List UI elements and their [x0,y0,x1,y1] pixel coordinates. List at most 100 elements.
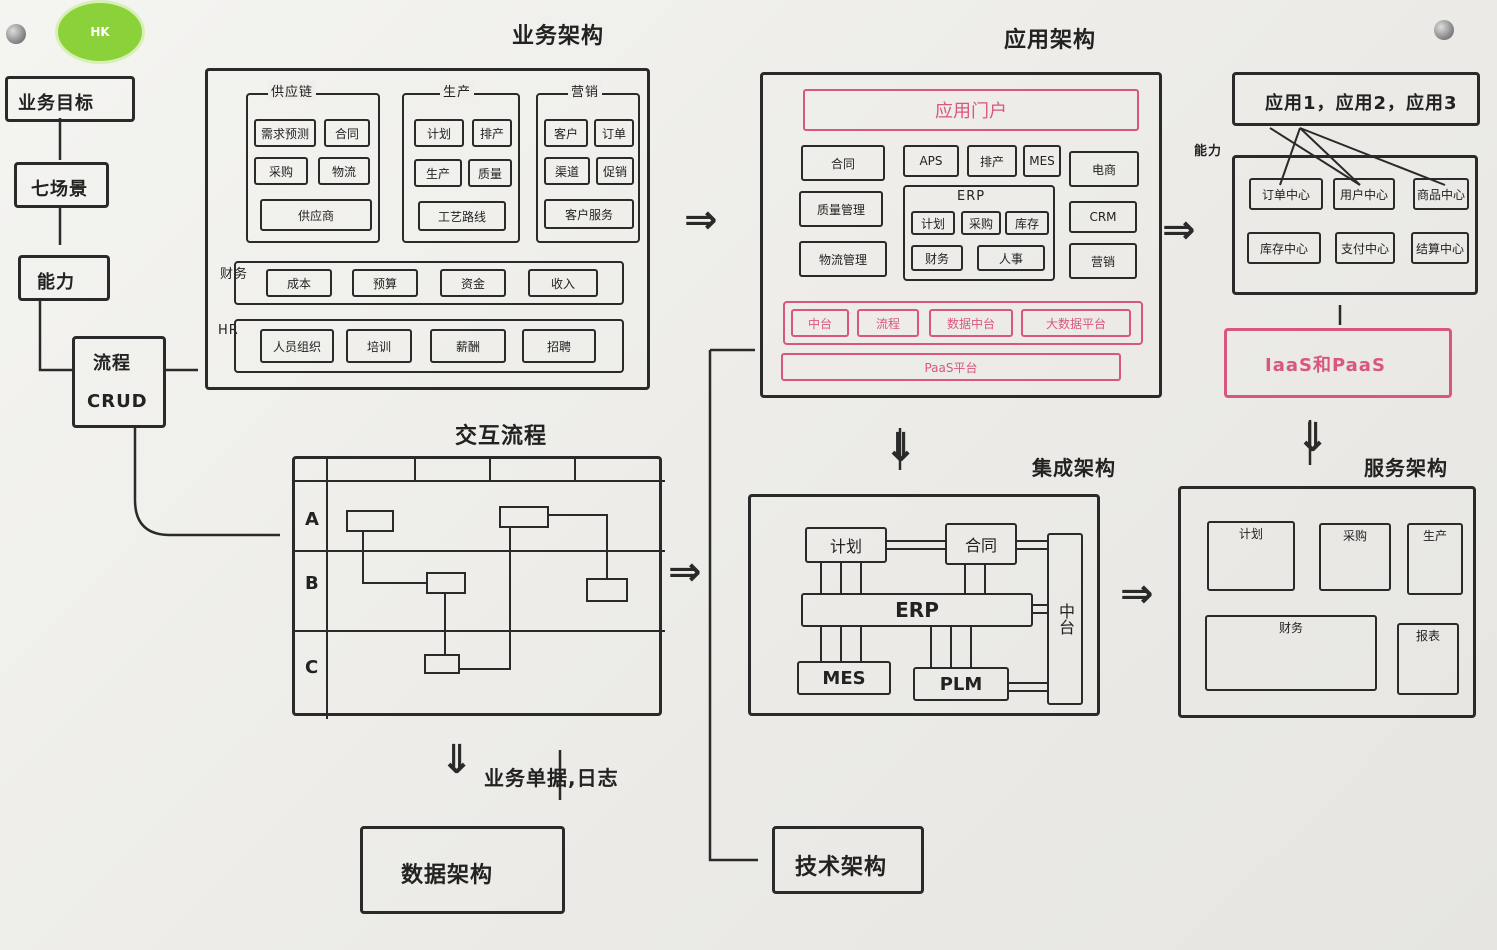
magnet-left [6,24,26,44]
app-portal: 应用门户 [803,89,1139,131]
platform-cell: 流程 [857,309,919,337]
production-group: 生产 计划 排产 生产 质量 工艺路线 [402,81,520,243]
biz-cell: 预算 [352,269,418,297]
biz-cell: 排产 [472,119,512,147]
biz-cell: 薪酬 [430,329,506,363]
service-frame: 计划 采购 生产 财务 报表 [1178,486,1476,718]
capability-box: 能力 [18,255,110,301]
swimlane-frame: A B C [292,456,665,719]
down-arrow-capability: ⇓ [1296,415,1330,461]
service-title: 服务架构 [1364,456,1448,480]
process-box: 流程 CRUD [72,336,166,428]
goal-box: 业务目标 [5,76,135,122]
paas-platform: PaaS平台 [781,353,1121,381]
biz-cell: 计划 [414,119,464,147]
biz-cell: 人员组织 [260,329,334,363]
biz-cell: 收入 [528,269,598,297]
integration-frame: 计划 合同 ERP MES PLM 中台 [748,494,1100,716]
service-cell: 采购 [1319,523,1391,591]
app-cell: APS [903,145,959,177]
apps-label: 应用1，应用2，应用3 [1265,93,1458,114]
marketing-group: 营销 客户 订单 渠道 促销 客户服务 [536,81,640,243]
right-arrow-2: ⇒ [668,549,702,595]
integration-side: 中台 [1047,533,1083,705]
biz-cell: 工艺路线 [418,201,506,231]
app-cell: 合同 [801,145,885,181]
capability-frame: 订单中心 用户中心 商品中心 库存中心 支付中心 结算中心 [1232,155,1478,295]
biz-cell: 需求预测 [254,119,316,147]
platform-row: 中台 流程 数据中台 大数据平台 [783,301,1143,345]
app-cell: MES [1023,145,1061,177]
erp-cell: 人事 [977,245,1045,271]
integration-plan: 计划 [805,527,887,563]
app-arch-title: 应用架构 [1004,28,1097,53]
integration-contract: 合同 [945,523,1017,565]
apps-box: 应用1，应用2，应用3 [1232,72,1480,126]
business-data-note: 业务单据,日志 [484,766,619,790]
down-arrow-app: ⇓ [884,425,918,471]
capability-cell: 结算中心 [1411,232,1469,264]
data-arch-box: 数据架构 [360,826,565,914]
crud-label: CRUD [87,391,148,412]
biz-cell: 物流 [318,157,370,185]
capability-label: 能力 [37,272,75,293]
tech-arch-label: 技术架构 [795,855,888,880]
app-cell: CRM [1069,201,1137,233]
goal-label: 业务目标 [18,93,94,114]
integration-plm: PLM [913,667,1009,701]
platform-cell: 中台 [791,309,849,337]
down-arrow-data: ⇓ [440,737,474,783]
app-cell: 电商 [1069,151,1139,187]
capability-cell: 库存中心 [1247,232,1321,264]
lane-b: B [305,573,320,594]
process-label: 流程 [93,353,131,374]
biz-cell: 质量 [468,159,512,187]
swimlane-lines [295,459,665,719]
app-arch-frame: 应用门户 合同 质量管理 物流管理 APS 排产 MES ERP 计划 采购 库… [760,72,1162,398]
capability-cell: 订单中心 [1249,178,1323,210]
app-cell: 质量管理 [799,191,883,227]
integration-mes: MES [797,661,891,695]
biz-cell: 采购 [254,157,308,185]
service-cell: 计划 [1207,521,1295,591]
capability-cell: 用户中心 [1333,178,1395,210]
erp-cell: 计划 [911,211,955,235]
right-arrow-1: ⇒ [684,197,718,243]
production-label: 生产 [440,81,475,100]
marketing-label: 营销 [568,81,603,100]
capability-cell: 支付中心 [1335,232,1395,264]
capability-side-label: 能力 [1194,144,1223,159]
service-cell: 报表 [1397,623,1459,695]
erp-cell: 财务 [911,245,963,271]
biz-cell: 客户 [544,119,588,147]
erp-label: ERP [957,189,986,204]
tech-arch-box: 技术架构 [772,826,924,894]
right-arrow-3: ⇒ [1162,207,1196,253]
data-arch-label: 数据架构 [401,863,494,888]
finance-row: 成本 预算 资金 收入 [234,261,624,305]
lane-c: C [305,657,320,678]
business-arch-title: 业务架构 [512,24,605,49]
erp-cell: 库存 [1005,211,1049,235]
biz-cell: 客户服务 [544,199,634,229]
right-arrow-4: ⇒ [1120,571,1154,617]
platform-cell: 大数据平台 [1021,309,1131,337]
biz-cell: 培训 [346,329,412,363]
service-cell: 生产 [1407,523,1463,595]
scenario-label: 七场景 [31,179,88,200]
logo-text: HK [90,25,110,39]
hr-label: HR [218,323,239,338]
interaction-title: 交互流程 [455,424,548,449]
integration-erp: ERP [801,593,1033,627]
lane-a: A [305,509,320,530]
erp-group: ERP 计划 采购 库存 财务 人事 [903,185,1055,281]
finance-label: 财务 [220,267,249,282]
platform-cell: 数据中台 [929,309,1013,337]
biz-cell: 生产 [414,159,462,187]
supply-chain-label: 供应链 [268,81,317,100]
biz-cell: 合同 [324,119,370,147]
app-cell: 营销 [1069,243,1137,279]
biz-cell: 供应商 [260,199,372,231]
integration-title: 集成架构 [1032,456,1116,480]
